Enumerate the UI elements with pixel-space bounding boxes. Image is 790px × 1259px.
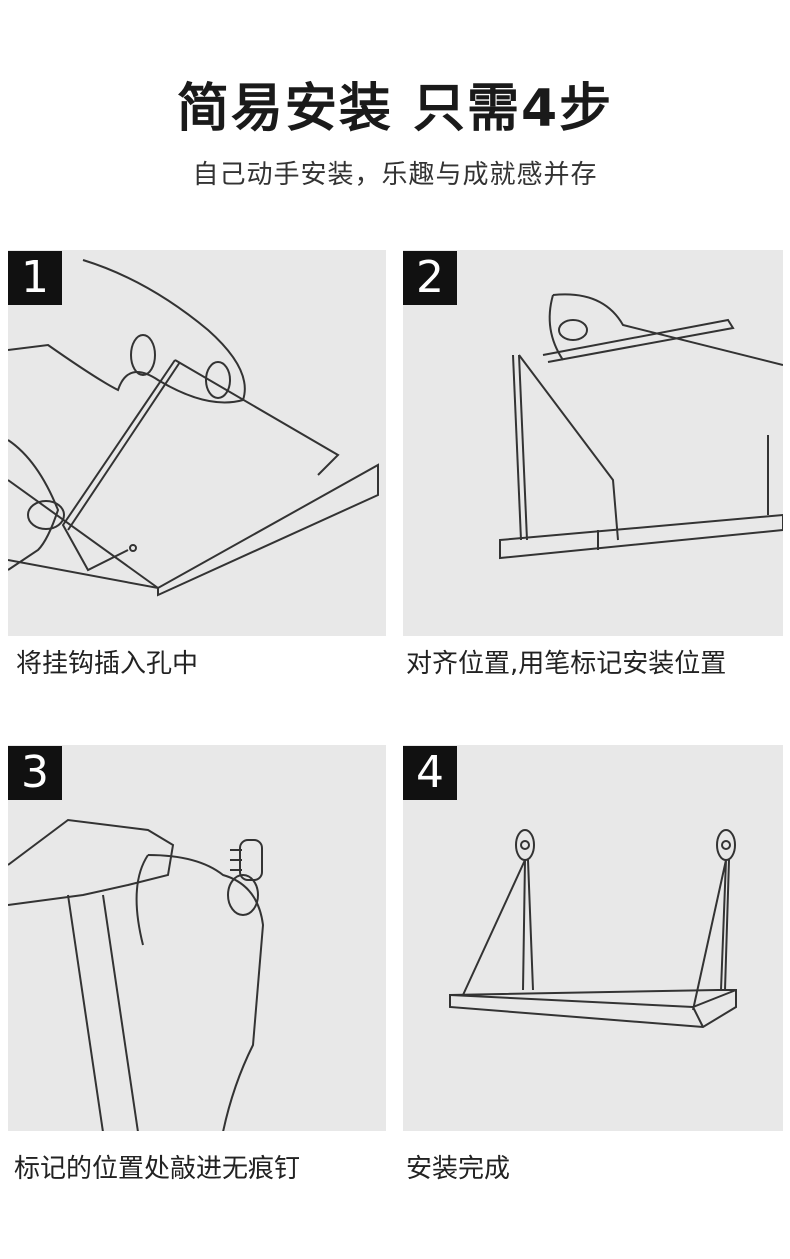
step-1-illustration: 1 bbox=[8, 250, 386, 636]
step-2-caption: 对齐位置,用笔标记安装位置 bbox=[406, 649, 727, 679]
step-number-badge: 3 bbox=[8, 746, 62, 800]
step-1-caption: 将挂钩插入孔中 bbox=[16, 649, 199, 679]
page-title: 简易安装 只需4步 bbox=[176, 79, 614, 139]
hammer-nail-drawing bbox=[8, 818, 265, 1131]
step-number-badge: 1 bbox=[8, 251, 62, 305]
step-3-illustration: 3 bbox=[8, 745, 386, 1131]
mark-position-drawing bbox=[499, 293, 783, 560]
step-number-badge: 2 bbox=[403, 251, 457, 305]
insert-hook-drawing bbox=[8, 259, 379, 597]
page-subtitle: 自己动手安装，乐趣与成就感并存 bbox=[192, 160, 598, 190]
step-4-caption: 安装完成 bbox=[406, 1154, 511, 1184]
step-2-illustration: 2 bbox=[403, 250, 783, 636]
step-3-caption: 标记的位置处敲进无痕钉 bbox=[14, 1154, 301, 1184]
step-4-illustration: 4 bbox=[403, 745, 783, 1131]
step-number-badge: 4 bbox=[403, 746, 457, 800]
installed-shelf-drawing bbox=[449, 829, 737, 1029]
